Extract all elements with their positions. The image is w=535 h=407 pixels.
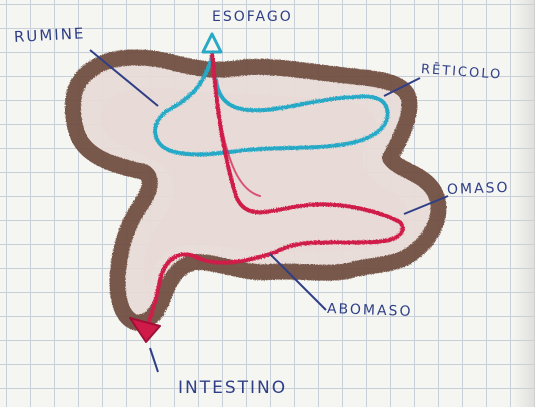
label-omaso: OMASO [447,180,510,198]
leader-intestino [150,348,158,372]
label-rumine: RUMINE [14,24,86,46]
label-intestino: INTESTINO [178,378,287,398]
label-abomaso: ABOMASO [327,301,413,320]
label-esofago: ESOFAGO [212,9,293,25]
esophagus-arrow-icon [203,34,221,52]
